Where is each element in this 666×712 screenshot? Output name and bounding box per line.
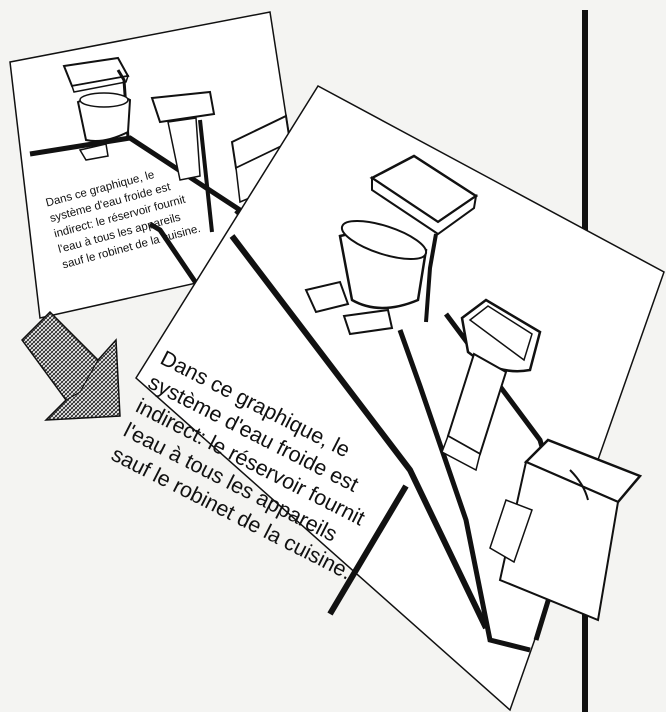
down-right-arrow-icon [22,312,120,420]
